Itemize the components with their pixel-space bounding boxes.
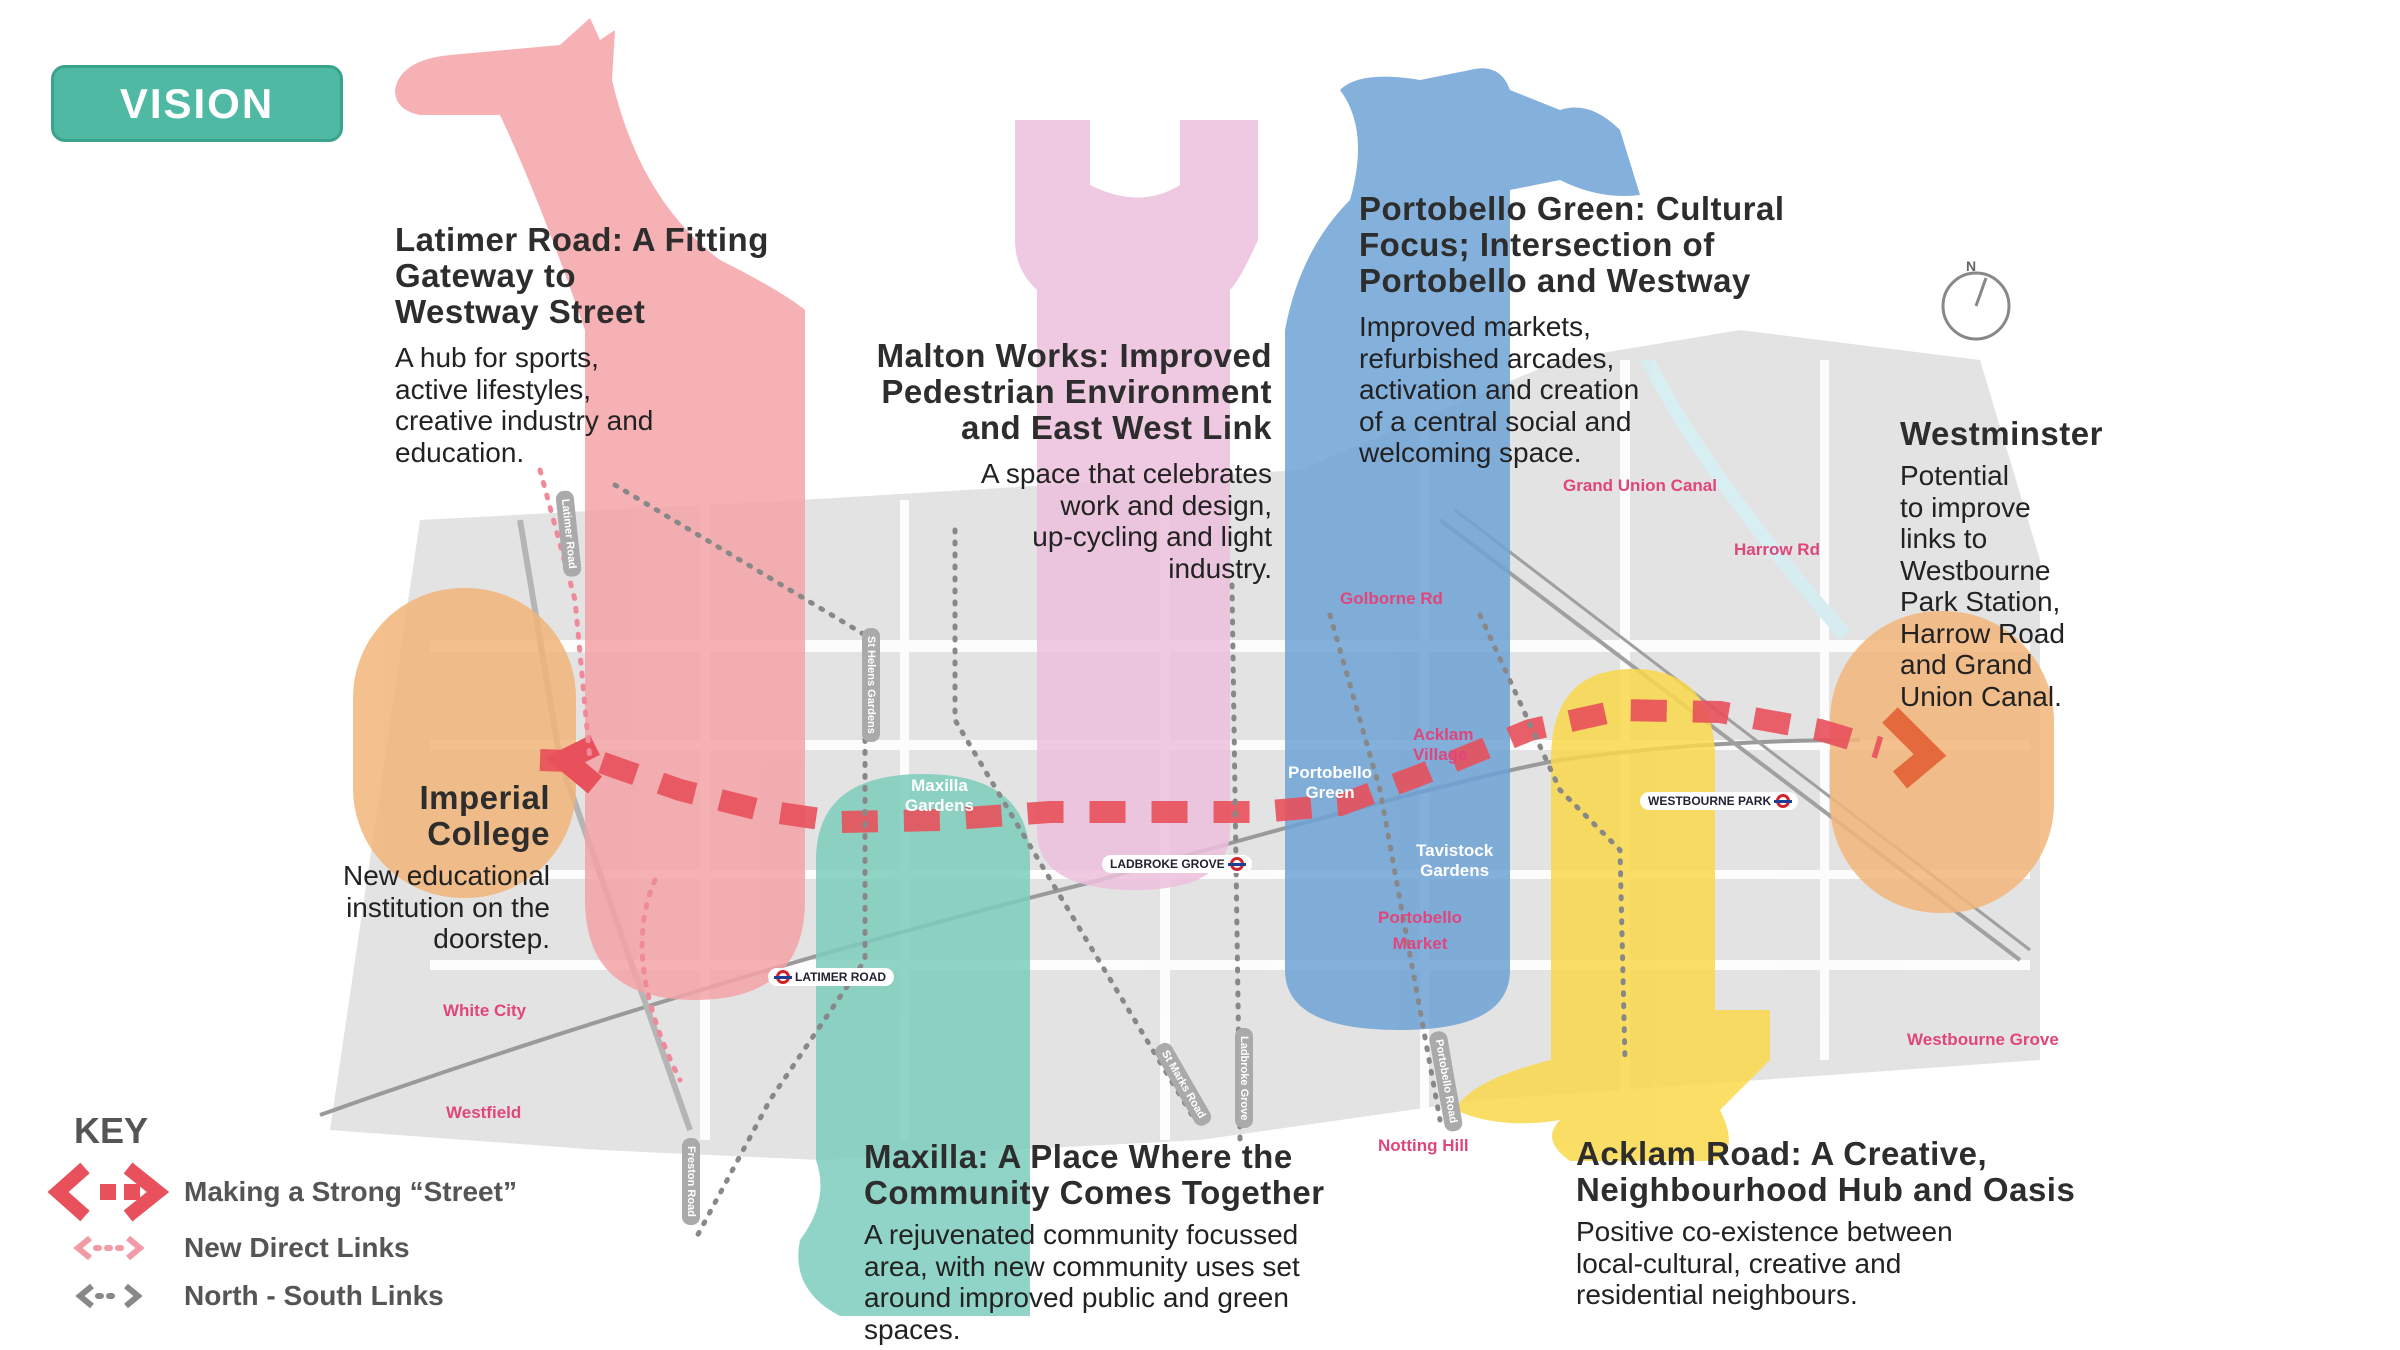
- key-north-south-links: North - South Links: [184, 1280, 444, 1311]
- zone-imperial: [353, 588, 576, 898]
- station-latimer-road: LATIMER ROAD: [768, 968, 895, 986]
- compass-north-label: N: [1966, 258, 1977, 274]
- zone-malton-wrench: [1015, 120, 1258, 890]
- vision-badge: VISION: [51, 65, 343, 142]
- direct-link: [537, 467, 683, 1083]
- zone-maxilla: [798, 774, 1030, 1316]
- label-harrow-rd: Harrow Rd: [1734, 540, 1820, 559]
- ns-link: [612, 482, 868, 1243]
- ns-link: [1327, 612, 1443, 1123]
- zone-portobello: [1285, 68, 1640, 1030]
- underground-roundel-icon: [774, 970, 792, 984]
- label-white-city: White City: [443, 1001, 527, 1020]
- label-westbourne-grove: Westbourne Grove: [1907, 1030, 2059, 1049]
- westminster-title: Westminster: [1900, 415, 2103, 452]
- underground-roundel-icon: [1227, 857, 1246, 871]
- key-icons: [47, 1162, 170, 1309]
- key-strong-street: Making a Strong “Street”: [184, 1176, 517, 1207]
- station-ladbroke-grove: LADBROKE GROVE: [1102, 855, 1252, 873]
- label-grand-union-canal: Grand Union Canal: [1563, 476, 1717, 495]
- street-freston-road: Freston Road: [682, 1138, 700, 1225]
- zone-latimer-giraffe: [395, 18, 805, 1000]
- street-arrow-west: [545, 735, 603, 794]
- label-golborne-rd: Golborne Rd: [1340, 589, 1443, 608]
- underground-roundel-icon: [1774, 794, 1793, 808]
- label-notting-hill: Notting Hill: [1378, 1136, 1469, 1155]
- key-title: KEY: [74, 1110, 149, 1151]
- portobello-body: Improved markets,refurbished arcades,act…: [1359, 311, 1640, 468]
- ns-link: [1477, 612, 1628, 1063]
- street-arrow-east: [1882, 707, 1947, 789]
- latimer-body: A hub for sports,active lifestyles,creat…: [395, 342, 654, 468]
- acklam-title: Acklam Road: A Creative,Neighbourhood Hu…: [1576, 1135, 2076, 1208]
- section-acklam: Acklam Road: A Creative,Neighbourhood Hu…: [1576, 1136, 2075, 1311]
- zone-westminster: [1830, 611, 2054, 913]
- station-westbourne-park: WESTBOURNE PARK: [1640, 792, 1799, 810]
- street-ladbroke-grove: Ladbroke Grove: [1235, 1028, 1253, 1129]
- street-st-helens-gardens: St Helens Gardens: [862, 628, 880, 742]
- compass-icon: [1941, 271, 2011, 341]
- strong-street-line: [539, 698, 1884, 834]
- key-new-direct-links: New Direct Links: [184, 1232, 410, 1263]
- label-westfield: Westfield: [446, 1103, 522, 1122]
